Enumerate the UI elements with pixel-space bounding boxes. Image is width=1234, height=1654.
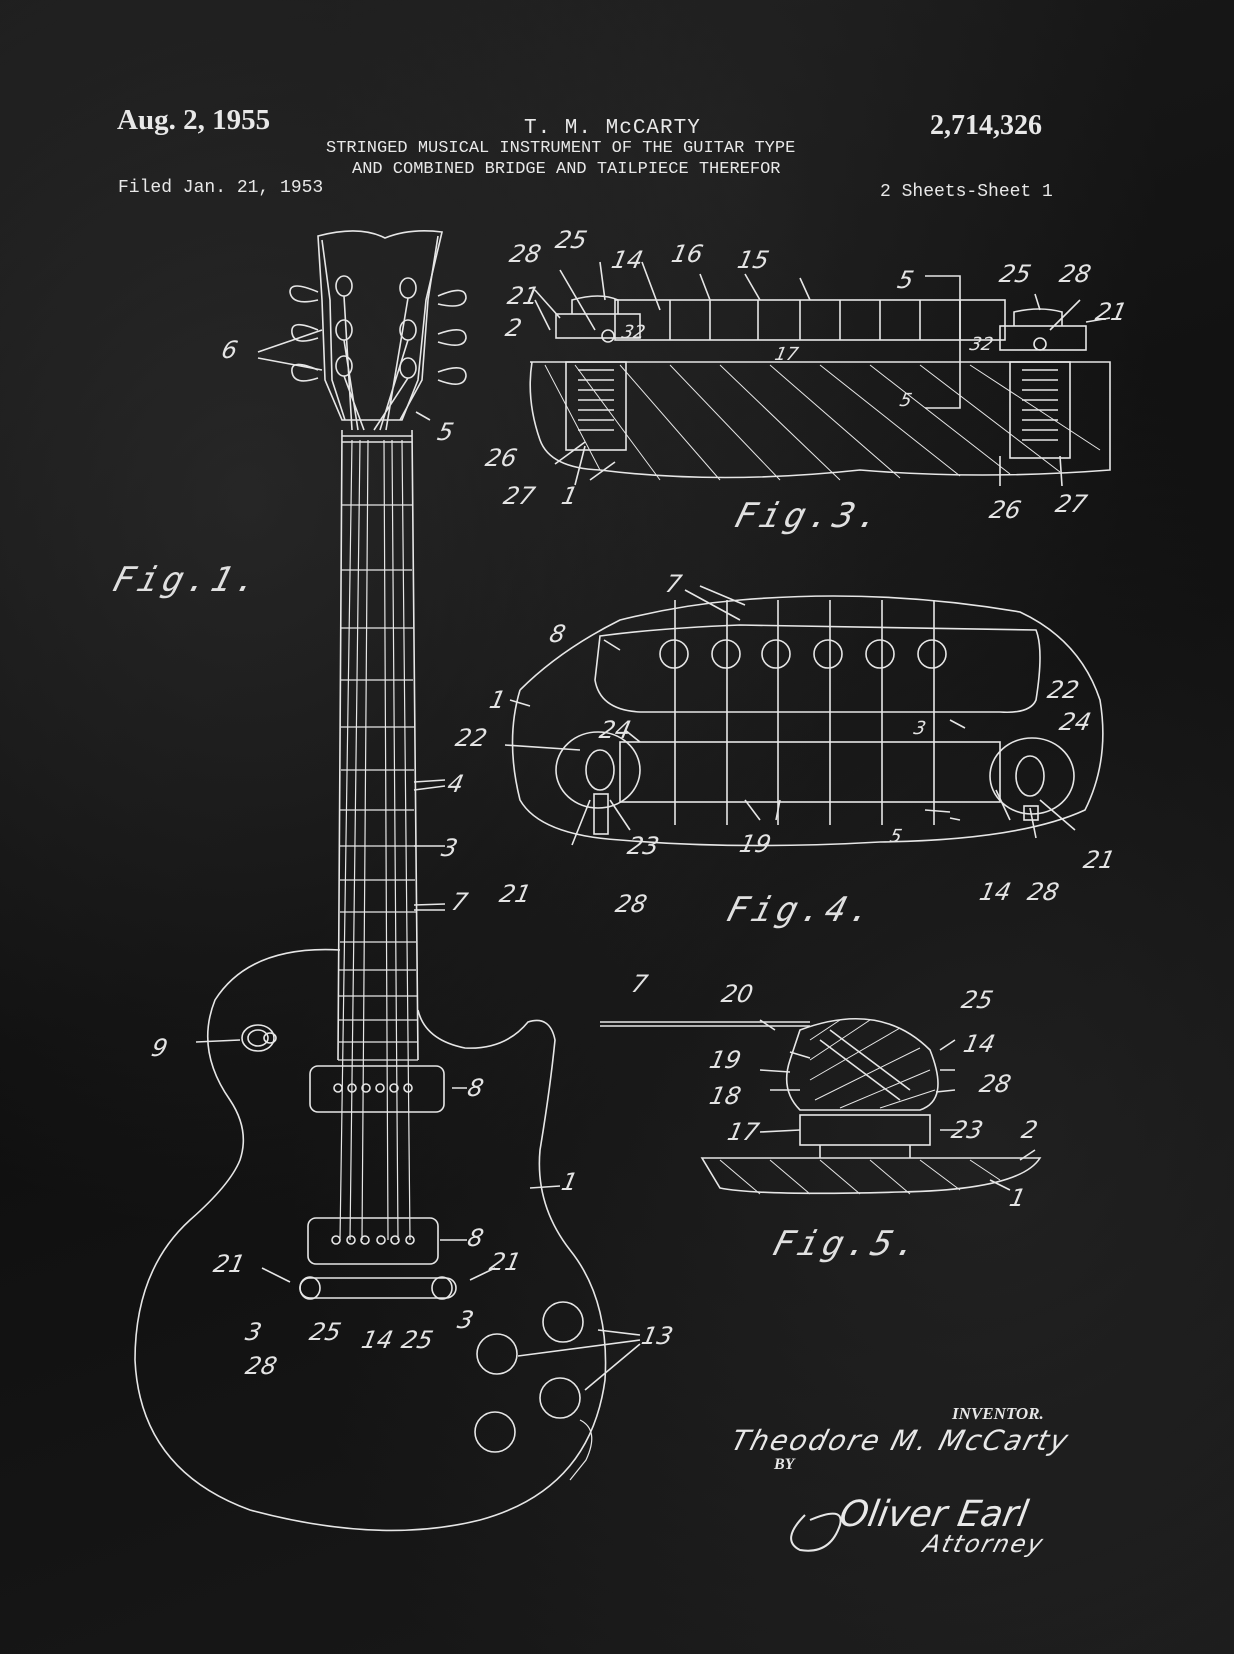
signature-flourish	[790, 1512, 842, 1552]
fig3-callout-16: 16	[669, 240, 706, 268]
fig3-callout-27b: 27	[1053, 490, 1090, 518]
callout-25b: 25	[399, 1326, 436, 1354]
callout-28: 28	[243, 1352, 280, 1380]
by-label: BY	[774, 1456, 795, 1473]
fig3-callout-28: 28	[507, 240, 544, 268]
fig3-callout-21b: 21	[1093, 298, 1130, 326]
fig4-callout-28: 28	[613, 890, 650, 918]
fig5-callout-19: 19	[707, 1046, 744, 1074]
patent-date: Aug. 2, 1955	[117, 104, 271, 136]
fig3-callout-21: 21	[505, 282, 542, 310]
fig1-label: Fig.1.	[108, 560, 267, 600]
fig5-callout-18: 18	[707, 1082, 744, 1110]
attorney-signature: Oliver Earl	[836, 1494, 1032, 1535]
fig3-callout-32b: 32	[967, 334, 996, 355]
fig4-callout-19: 19	[737, 830, 774, 858]
attorney-label: Attorney	[920, 1530, 1048, 1558]
fig3-callout-14: 14	[609, 246, 646, 274]
tuner-pegs-icon	[289, 275, 467, 385]
fig5-label: Fig.5.	[768, 1224, 927, 1264]
fig3-callout-26: 26	[483, 444, 520, 472]
fig1-guitar-drawing	[134, 230, 641, 1532]
control-knobs-icon	[474, 1301, 584, 1453]
fig4-callout-21: 21	[497, 880, 534, 908]
output-jack-icon	[241, 1024, 277, 1052]
hatching	[544, 364, 1101, 481]
fig4-callout-14: 14	[977, 878, 1014, 906]
fig3-callout-26b: 26	[987, 496, 1024, 524]
pickup-icon	[307, 1065, 445, 1265]
fig5-callout-28: 28	[977, 1070, 1014, 1098]
sheet-count: 2 Sheets-Sheet 1	[880, 182, 1053, 202]
callout-21a: 21	[211, 1250, 248, 1278]
fig5-saddle-section-drawing	[600, 1017, 1042, 1195]
fig3-callout-15: 15	[735, 246, 772, 274]
fig4-callout-21b: 21	[1081, 846, 1118, 874]
fig3-callout-32a: 32	[619, 322, 648, 343]
fig5-callout-20: 20	[719, 980, 756, 1008]
callout-25a: 25	[307, 1318, 344, 1346]
filed-date: Filed Jan. 21, 1953	[118, 178, 324, 198]
fig4-callout-23: 23	[625, 832, 662, 860]
patent-number: 2,714,326	[930, 110, 1042, 141]
fig5-callout-23: 23	[949, 1116, 986, 1144]
fig4-callout-24: 24	[597, 716, 634, 744]
fig4-callout-28b: 28	[1025, 878, 1062, 906]
fig3-callout-17: 17	[772, 344, 801, 365]
fig3-callout-25: 25	[553, 226, 590, 254]
inventor-label: INVENTOR.	[952, 1404, 1044, 1423]
patent-title-line2: AND COMBINED BRIDGE AND TAILPIECE THEREF…	[352, 160, 781, 179]
fig5-callout-14: 14	[961, 1030, 998, 1058]
fig5-callout-25: 25	[959, 986, 996, 1014]
callout-14: 14	[359, 1326, 396, 1354]
callout-21b: 21	[487, 1248, 524, 1276]
fig3-callout-27: 27	[501, 482, 538, 510]
fig4-bridge-perspective-drawing	[504, 585, 1104, 847]
fig3-bridge-section-drawing	[529, 261, 1111, 487]
fig3-callout-28b: 28	[1057, 260, 1094, 288]
fig4-callout-22: 22	[453, 724, 490, 752]
fig5-callout-17: 17	[725, 1118, 762, 1146]
inventor-short-name: T. M. McCARTY	[524, 117, 701, 140]
fig4-callout-22b: 22	[1045, 676, 1082, 704]
fig4-label: Fig.4.	[722, 890, 881, 930]
fig4-callout-24b: 24	[1057, 708, 1094, 736]
fig3-callout-25b: 25	[997, 260, 1034, 288]
inventor-name: Theodore M. McCarty	[727, 1424, 1074, 1457]
callout-13: 13	[639, 1322, 676, 1350]
bridge-icon	[299, 1276, 457, 1300]
frets	[338, 504, 418, 1061]
patent-title-line1: STRINGED MUSICAL INSTRUMENT OF THE GUITA…	[326, 139, 796, 158]
fig3-label: Fig.3.	[730, 496, 889, 536]
